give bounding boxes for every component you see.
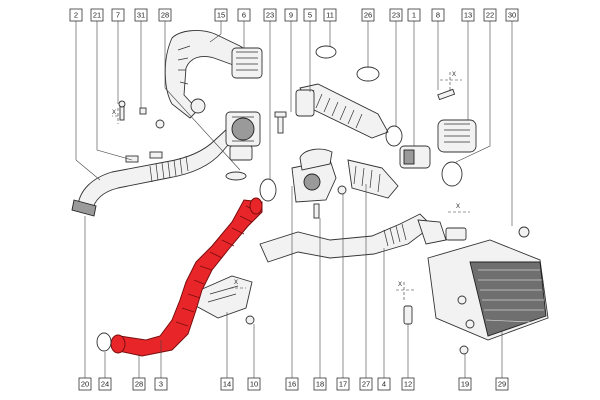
svg-text:29: 29 xyxy=(498,380,506,389)
label-bottom-4: 4 xyxy=(377,377,391,391)
axis-letter: X xyxy=(112,110,116,116)
label-bottom-20: 20 xyxy=(78,377,92,391)
label-top-9: 9 xyxy=(284,8,298,22)
svg-text:30: 30 xyxy=(508,11,516,20)
label-bottom-17: 17 xyxy=(336,377,350,391)
svg-text:9: 9 xyxy=(289,11,293,20)
svg-text:15: 15 xyxy=(217,11,225,20)
label-top-22: 22 xyxy=(483,8,497,22)
svg-text:23: 23 xyxy=(266,11,274,20)
svg-text:20: 20 xyxy=(81,380,89,389)
svg-text:28: 28 xyxy=(135,380,143,389)
label-bottom-14: 14 xyxy=(220,377,234,391)
svg-text:19: 19 xyxy=(461,380,469,389)
label-top-5: 5 xyxy=(303,8,317,22)
svg-text:3: 3 xyxy=(159,380,163,389)
label-bottom-18: 18 xyxy=(313,377,327,391)
label-top-31: 31 xyxy=(134,8,148,22)
svg-text:4: 4 xyxy=(382,380,386,389)
svg-text:1: 1 xyxy=(412,11,416,20)
svg-text:6: 6 xyxy=(242,11,246,20)
clamp-11 xyxy=(315,45,337,59)
t-connector xyxy=(291,148,337,203)
bracket-14 xyxy=(195,275,253,319)
sleeve-13 xyxy=(437,119,477,153)
clamp-26 xyxy=(356,66,380,82)
label-bottom-28: 28 xyxy=(132,377,146,391)
label-bottom-10: 10 xyxy=(247,377,261,391)
bolts-top-left xyxy=(118,100,165,163)
dashed-axes xyxy=(112,72,470,300)
svg-text:17: 17 xyxy=(339,380,347,389)
sensor-housing-1 xyxy=(385,125,431,169)
clamp-24 xyxy=(96,332,112,352)
svg-text:8: 8 xyxy=(436,11,440,20)
axis-letter: X xyxy=(452,72,456,78)
ring-22 xyxy=(441,161,463,187)
label-top-13: 13 xyxy=(461,8,475,22)
label-top-15: 15 xyxy=(214,8,228,22)
label-bottom-29: 29 xyxy=(495,377,509,391)
svg-text:14: 14 xyxy=(223,380,231,389)
label-top-21: 21 xyxy=(90,8,104,22)
svg-text:10: 10 xyxy=(250,380,258,389)
label-top-1: 1 xyxy=(407,8,421,22)
svg-text:5: 5 xyxy=(308,11,312,20)
labels-bottom: 20 24 28 3 14 10 16 18 17 27 4 12 19 29 xyxy=(78,377,509,391)
label-bottom-12: 12 xyxy=(401,377,415,391)
svg-text:2: 2 xyxy=(74,11,78,20)
axis-letter: X xyxy=(456,204,460,210)
axis-letters: X X X X X xyxy=(112,72,460,288)
label-top-26: 26 xyxy=(361,8,375,22)
svg-text:23: 23 xyxy=(392,11,400,20)
red-intake-hose xyxy=(110,197,263,357)
axis-letter: X xyxy=(234,280,238,286)
intake-pipe-upper xyxy=(71,127,235,217)
label-bottom-3: 3 xyxy=(154,377,168,391)
svg-text:16: 16 xyxy=(288,380,296,389)
label-top-23a: 23 xyxy=(263,8,277,22)
label-top-8: 8 xyxy=(431,8,445,22)
label-top-23b: 23 xyxy=(389,8,403,22)
label-bottom-19: 19 xyxy=(458,377,472,391)
label-top-2: 2 xyxy=(69,8,83,22)
intercooler-29 xyxy=(427,227,549,341)
svg-text:27: 27 xyxy=(362,380,370,389)
svg-text:18: 18 xyxy=(316,380,324,389)
label-top-30: 30 xyxy=(505,8,519,22)
svg-text:24: 24 xyxy=(101,380,109,389)
bolt-8 xyxy=(437,88,456,101)
svg-text:28: 28 xyxy=(161,11,169,20)
bolts-bottom xyxy=(245,185,530,355)
leader-lines xyxy=(75,21,513,378)
charge-pipe-4 xyxy=(259,213,447,263)
label-top-7: 7 xyxy=(111,8,125,22)
label-bottom-27: 27 xyxy=(359,377,373,391)
labels-top: 2 21 7 31 28 15 6 23 9 5 11 26 23 1 8 13… xyxy=(69,8,519,22)
bolt-9 xyxy=(274,111,287,134)
svg-text:11: 11 xyxy=(326,11,334,20)
corrugated-hose-27 xyxy=(347,159,399,199)
svg-text:31: 31 xyxy=(137,11,145,20)
label-top-6: 6 xyxy=(237,8,251,22)
throttle-assembly xyxy=(225,111,261,181)
svg-text:13: 13 xyxy=(464,11,472,20)
svg-text:22: 22 xyxy=(486,11,494,20)
svg-text:7: 7 xyxy=(116,11,120,20)
label-top-28: 28 xyxy=(158,8,172,22)
corrugated-hose-5 xyxy=(295,83,389,139)
svg-text:12: 12 xyxy=(404,380,412,389)
turbo-elbow xyxy=(164,30,263,119)
axis-letter: X xyxy=(398,282,402,288)
label-bottom-16: 16 xyxy=(285,377,299,391)
label-bottom-24: 24 xyxy=(98,377,112,391)
clamp-23-left xyxy=(259,178,277,202)
svg-text:26: 26 xyxy=(364,11,372,20)
label-top-11: 11 xyxy=(323,8,337,22)
svg-text:21: 21 xyxy=(93,11,101,20)
